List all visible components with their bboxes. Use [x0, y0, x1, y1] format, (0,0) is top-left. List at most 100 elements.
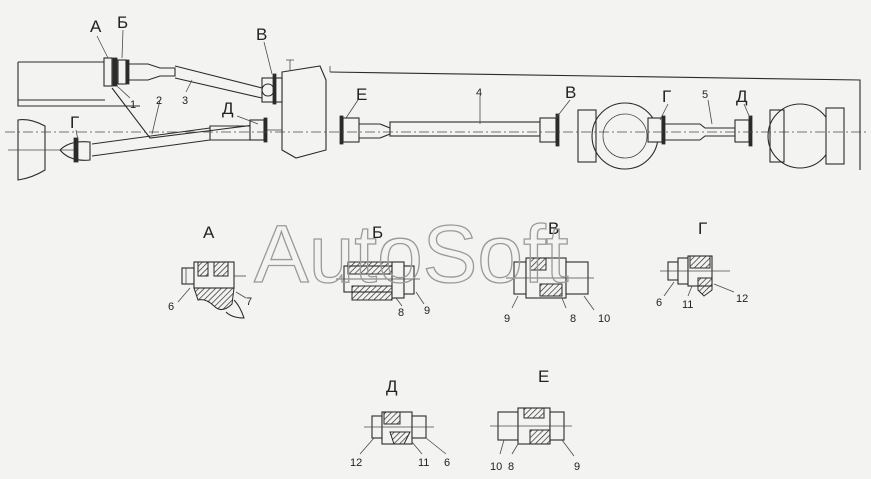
label-b: Б: [117, 13, 128, 32]
detail-a-nut: [181, 267, 195, 285]
part-number-1: 1: [130, 99, 136, 111]
leader-d2: [743, 103, 751, 119]
detail-b: Б 8 9: [336, 223, 430, 319]
leader-2: [151, 99, 161, 135]
detail-a-leader-7: [235, 291, 247, 299]
detail-d-hatch: [383, 411, 411, 445]
detail-b-label-8: 8: [398, 307, 404, 319]
joint-v: [261, 83, 275, 97]
detail-a-leader-6: [177, 287, 191, 303]
detail-d: Д 12 11 6: [350, 377, 450, 469]
flange-d2-disc: [748, 115, 753, 147]
leader-g1: [75, 129, 79, 141]
label-d1: Д: [222, 99, 234, 118]
upper-yoke: [129, 63, 176, 81]
rear-axle-1-left: [577, 109, 597, 163]
detail-g-label-6: 6: [656, 297, 662, 309]
detail-b-leaders: [395, 291, 425, 307]
detail-v-leaders: [511, 295, 595, 311]
detail-e-hatch: [523, 407, 551, 445]
detail-e-title: Е: [538, 367, 549, 386]
flange-v-disc: [272, 73, 277, 105]
label-g2: Г: [662, 87, 671, 106]
part-number-3: 3: [182, 95, 188, 107]
detail-v-label-10: 10: [598, 313, 610, 325]
detail-b-label-9: 9: [424, 305, 430, 317]
detail-d-label-12: 12: [350, 457, 362, 469]
detail-v-hatch: [529, 257, 563, 297]
lower-shaft: [91, 127, 211, 157]
flange-b: [117, 59, 127, 85]
frame-left: [17, 61, 140, 107]
leader-v1: [263, 41, 273, 75]
rear-axle-2-right: [825, 107, 845, 165]
flange-a: [103, 57, 113, 87]
part-number-4: 4: [476, 87, 482, 99]
flange-d: [249, 119, 265, 141]
detail-d-label-11: 11: [418, 457, 429, 469]
detail-e: Е 10 8 9: [490, 367, 580, 473]
tie-rod-2: [111, 87, 263, 139]
leader-5: [707, 99, 713, 125]
leader-e1: [345, 99, 359, 119]
detail-g-label-11: 11: [682, 299, 693, 311]
detail-g-title: Г: [698, 219, 707, 238]
detail-v: В 9 8 10: [504, 219, 610, 325]
label-d2: Д: [736, 87, 748, 106]
detail-e-label-10: 10: [490, 461, 502, 473]
flange-g2: [647, 117, 663, 143]
flange-g2-disc: [661, 115, 666, 145]
detail-a-hatch-bottom: [193, 287, 235, 310]
detail-a-hatch-top: [197, 261, 229, 277]
label-e1: Е: [356, 85, 367, 104]
leader-d1: [236, 115, 259, 125]
detail-e-label-8: 8: [508, 461, 514, 473]
rear-axle-1-inner: [602, 113, 648, 159]
detail-v-label-8: 8: [570, 313, 576, 325]
detail-b-hatch-bottom: [351, 285, 393, 301]
leader-3: [185, 79, 193, 93]
detail-b-title: Б: [372, 223, 383, 242]
detail-v-title: В: [548, 219, 559, 238]
flange-g-disc: [73, 137, 79, 163]
label-a: А: [90, 17, 102, 36]
detail-e-leaders: [499, 439, 575, 457]
housing-flange-v: [261, 77, 283, 103]
detail-a-bracket: [225, 299, 245, 319]
flange-e: [342, 117, 360, 143]
frame-right: [329, 71, 861, 170]
part-number-2: 2: [156, 95, 162, 107]
detail-v-label-9: 9: [504, 313, 510, 325]
detail-a-label-7: 7: [246, 296, 252, 308]
upper-shaft-3: [174, 65, 263, 99]
lower-left-yoke: [59, 141, 91, 161]
watermark: AutoSoft: [254, 209, 569, 300]
leader-g2: [659, 103, 669, 121]
center-yoke-left: [359, 123, 391, 139]
housing: [281, 65, 327, 159]
label-v2: В: [565, 83, 576, 102]
housing-bolt: [286, 59, 294, 70]
center-shaft-4: [389, 121, 541, 137]
main-assembly: А Б В Г Д Е В Г Д 1 2 3 4 5: [5, 13, 866, 181]
detail-e-label-9: 9: [574, 461, 580, 473]
detail-d-label-6: 6: [444, 457, 450, 469]
flange-v2: [539, 117, 557, 143]
detail-g-hatch: [689, 255, 713, 297]
detail-a: А 6 7: [168, 223, 252, 319]
detail-a-label-6: 6: [168, 301, 174, 313]
flange-b-disc: [125, 59, 130, 85]
detail-g: Г 6 11 12: [656, 219, 748, 311]
flange-d2: [734, 119, 750, 143]
left-hub: [17, 119, 46, 181]
flange-d-disc: [263, 117, 268, 143]
detail-a-title: А: [203, 223, 215, 242]
detail-g-leaders: [663, 281, 735, 297]
detail-b-washer: [403, 265, 415, 295]
leader-b: [121, 29, 124, 59]
rear-axle-2-left: [769, 109, 785, 163]
flange-a-disc: [112, 57, 118, 87]
detail-g-label-12: 12: [736, 293, 748, 305]
